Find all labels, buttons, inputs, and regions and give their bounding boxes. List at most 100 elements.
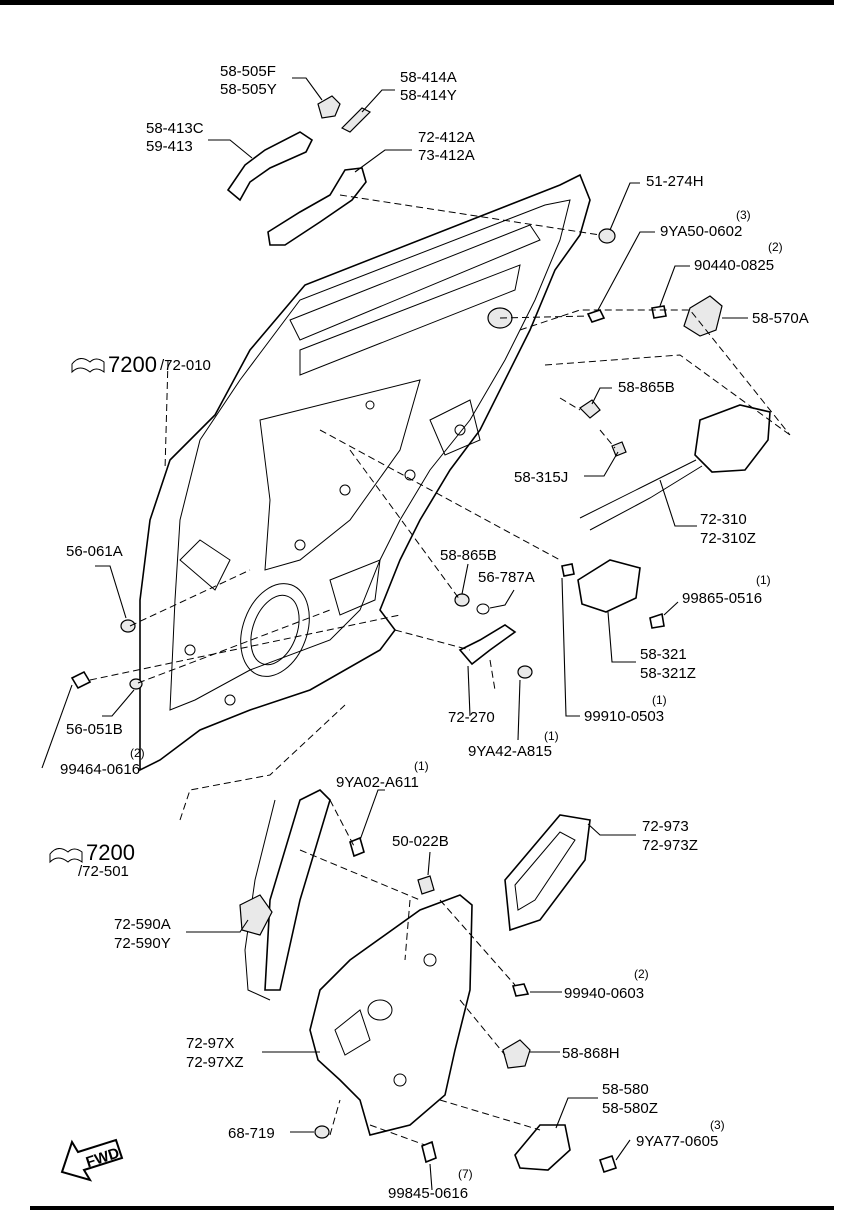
clip-58-315J: [611, 441, 627, 457]
handle-bracket: [267, 167, 367, 246]
bolt-99845: [421, 1140, 437, 1164]
plug-56-051B: [129, 678, 143, 690]
lock-actuator: [694, 404, 771, 473]
label-99845-0616: 99845-0616: [388, 1185, 468, 1202]
label-58-505F: 58-505F: [220, 63, 276, 80]
screw-99865: [649, 612, 665, 629]
seal-58-868H: [502, 1039, 531, 1069]
label-72-97X: 72-97X: [186, 1035, 234, 1052]
plug-56-061A: [120, 619, 136, 633]
label-58-414A: 58-414A: [400, 69, 457, 86]
label-58-315J: 58-315J: [514, 469, 568, 486]
bolt-9YA02: [349, 836, 365, 858]
label-99940-0603: 99940-0603: [564, 985, 644, 1002]
label-90440-0825: 90440-0825: [694, 257, 774, 274]
clip-68-719: [314, 1125, 330, 1139]
label-56-787A: 56-787A: [478, 569, 535, 586]
window-regulator: [239, 789, 331, 1001]
book-ref-icon-2: [49, 848, 83, 864]
bottom-border: [30, 1206, 834, 1210]
qty-99845: (7): [458, 1167, 473, 1181]
label-58-580Z: 58-580Z: [602, 1100, 658, 1117]
label-73-412A: 73-412A: [418, 147, 475, 164]
outer-handle: [226, 131, 314, 202]
label-9YA02-A611: 9YA02-A611: [336, 774, 419, 791]
qty-99865: (1): [756, 573, 771, 587]
label-72-973Z: 72-973Z: [642, 837, 698, 854]
label-9YA50-0602: 9YA50-0602: [660, 223, 742, 240]
label-58-865B-mid: 58-865B: [440, 547, 497, 564]
outer-handle-cap: [317, 95, 341, 119]
qty-9YA42: (1): [544, 729, 559, 743]
label-56-061A: 56-061A: [66, 543, 123, 560]
label-58-413C: 58-413C: [146, 120, 204, 137]
handle-gasket: [340, 107, 372, 133]
label-9YA77-0605: 9YA77-0605: [636, 1133, 718, 1150]
fwd-arrow: FWD: [60, 1138, 124, 1182]
label-58-865B-top: 58-865B: [618, 379, 675, 396]
screw-9YA77: [598, 1154, 618, 1174]
ref-7200-bottom: 7200 /72-501: [49, 840, 135, 880]
qty-90440: (2): [768, 240, 783, 254]
carrier-plate-72-97X: [309, 894, 473, 1136]
label-72-270: 72-270: [448, 709, 495, 726]
label-7200-top: 7200: [108, 352, 157, 377]
label-58-414Y: 58-414Y: [400, 87, 457, 104]
label-72-97XZ: 72-97XZ: [186, 1054, 244, 1071]
label-72-590A: 72-590A: [114, 916, 171, 933]
bolt-9YA50: [586, 309, 606, 323]
label-58-580: 58-580: [602, 1081, 649, 1098]
label-72-310: 72-310: [700, 511, 747, 528]
grommet-51-274H: [598, 228, 616, 244]
label-58-321Z: 58-321Z: [640, 665, 696, 682]
leader-lines: [41, 77, 748, 1191]
lock-cables: [579, 459, 703, 531]
qty-9YA77: (3): [710, 1118, 725, 1132]
label-59-413: 59-413: [146, 138, 193, 155]
bolt-99464: [70, 670, 92, 690]
label-58-868H: 58-868H: [562, 1045, 620, 1062]
door-shell: [139, 173, 591, 772]
screw-90440: [651, 305, 667, 319]
label-58-505Y: 58-505Y: [220, 81, 277, 98]
labels: 58-505F 58-505Y 58-414A 58-414Y 58-413C …: [49, 63, 809, 1202]
clip-50-022B: [417, 875, 435, 895]
label-99865-0516: 99865-0516: [682, 590, 762, 607]
qty-9YA02: (1): [414, 759, 429, 773]
label-72-973: 72-973: [642, 818, 689, 835]
label-72-412A: 72-412A: [418, 129, 475, 146]
label-72-010: /72-010: [160, 357, 211, 374]
fwd-arrow-icon: [60, 1138, 124, 1182]
assembly-lines: [89, 194, 791, 1146]
label-50-022B: 50-022B: [392, 833, 449, 850]
top-border: [0, 0, 834, 5]
bolt-9YA42: [517, 665, 533, 679]
label-72-310Z: 72-310Z: [700, 530, 756, 547]
label-68-719: 68-719: [228, 1125, 275, 1142]
qty-9YA50: (3): [736, 208, 751, 222]
qty-99464: (2): [130, 746, 145, 760]
label-58-321: 58-321: [640, 646, 687, 663]
label-56-051B: 56-051B: [66, 721, 123, 738]
label-51-274H: 51-274H: [646, 173, 704, 190]
motor-58-580: [514, 1124, 571, 1171]
nut-99940: [511, 983, 530, 997]
qty-99940: (2): [634, 967, 649, 981]
ring-56-787A: [476, 603, 490, 615]
cover-72-973: [504, 814, 591, 932]
label-99464-0616: 99464-0616: [60, 761, 140, 778]
label-9YA42-A815: 9YA42-A815: [468, 743, 552, 760]
label-7200-bottom: 7200: [86, 840, 135, 865]
label-58-570A: 58-570A: [752, 310, 809, 327]
ref-7200-top: 7200 /72-010: [71, 352, 211, 377]
label-99910-0503: 99910-0503: [584, 708, 664, 725]
book-ref-icon: [71, 358, 105, 374]
cover-58-570A: [683, 295, 723, 337]
clip-58-865B-top: [579, 399, 601, 419]
bracket-72-270: [458, 624, 517, 666]
qty-99910: (1): [652, 693, 667, 707]
label-72-590Y: 72-590Y: [114, 935, 171, 952]
bolt-99910: [561, 563, 575, 577]
latch-58-321: [577, 559, 641, 613]
